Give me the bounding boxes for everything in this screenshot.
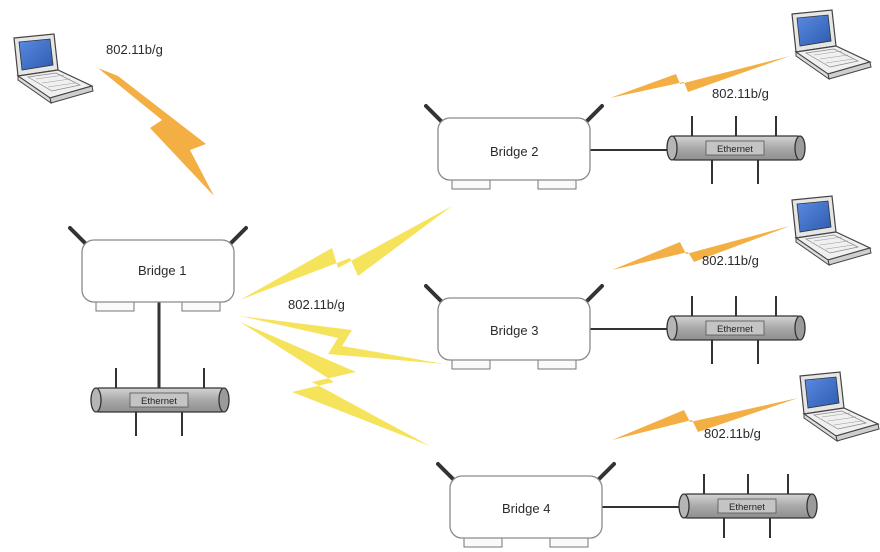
wireless-label-laptop-4: 802.11b/g bbox=[704, 426, 761, 441]
ethernet-label: Ethernet bbox=[729, 502, 765, 513]
ethernet-bus-1: Ethernet bbox=[90, 368, 230, 436]
ethernet-label: Ethernet bbox=[141, 396, 177, 407]
ethernet-bus-2: Ethernet bbox=[666, 116, 806, 184]
ethernet-label: Ethernet bbox=[717, 324, 753, 335]
bridge-2-label: Bridge 2 bbox=[490, 144, 538, 159]
bridge-3-label: Bridge 3 bbox=[490, 323, 538, 338]
wireless-link-bridge1-bridge3 bbox=[240, 316, 444, 364]
wireless-link-laptop-bridge4 bbox=[612, 398, 798, 440]
laptop-icon bbox=[799, 371, 880, 442]
laptop-icon bbox=[791, 9, 872, 80]
ethernet-label: Ethernet bbox=[717, 144, 753, 155]
laptop-icon bbox=[791, 195, 872, 266]
wireless-link-laptop-bridge2 bbox=[610, 56, 790, 98]
ethernet-bus-4: Ethernet bbox=[678, 474, 818, 538]
bridge-3: Bridge 3 bbox=[424, 284, 604, 371]
bridge-1-label: Bridge 1 bbox=[138, 263, 186, 278]
bridge-4-label: Bridge 4 bbox=[502, 501, 550, 516]
wireless-link-laptop-bridge3 bbox=[612, 226, 790, 270]
wireless-label-laptop-1: 802.11b/g bbox=[106, 42, 163, 57]
bridge-1: Bridge 1 bbox=[68, 226, 248, 313]
wireless-label-bridge-links: 802.11b/g bbox=[288, 297, 345, 312]
wireless-link-bridge1-bridge2 bbox=[240, 206, 452, 300]
bridge-4: Bridge 4 bbox=[436, 462, 616, 549]
laptop-icon bbox=[13, 33, 94, 104]
bridge-2: Bridge 2 bbox=[424, 104, 604, 191]
ethernet-bus-3: Ethernet bbox=[666, 296, 806, 364]
wireless-label-laptop-2: 802.11b/g bbox=[712, 86, 769, 101]
wireless-link-laptop-bridge1 bbox=[98, 68, 214, 196]
wireless-link-bridge1-bridge4 bbox=[240, 322, 430, 446]
wireless-label-laptop-3: 802.11b/g bbox=[702, 253, 759, 268]
